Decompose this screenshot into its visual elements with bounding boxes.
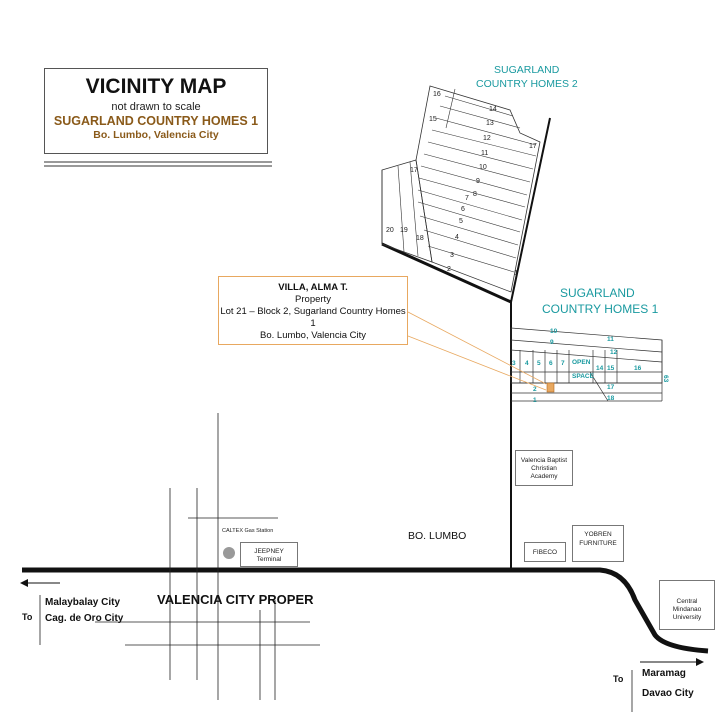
arrow-right-icon (640, 658, 704, 666)
barangay-label: BO. LUMBO (408, 530, 467, 542)
lot-label: 14 (489, 106, 497, 113)
academy-box: Valencia Baptist Christian Academy (515, 450, 573, 486)
lot-label: 16 (433, 91, 441, 98)
cmu-label-3: University (672, 614, 702, 621)
lot-label: 18 (607, 395, 615, 402)
city-proper-label: VALENCIA CITY PROPER (157, 592, 314, 607)
fibeco-box: FIBECO (524, 542, 566, 562)
lot-label: 9 (550, 339, 554, 346)
lot-label: 2 (447, 266, 451, 273)
lot-label: 7 (465, 195, 469, 202)
owner-name: VILLA, ALMA T. (278, 282, 348, 293)
title-box: VICINITY MAP not drawn to scale SUGARLAN… (44, 68, 268, 154)
yobren-label-1: YOBREN (584, 531, 612, 538)
to-left-label: To (22, 612, 33, 622)
property-type: Property (295, 294, 331, 305)
jeepney-label-2: Terminal (256, 556, 282, 563)
homes1-block (510, 327, 663, 402)
lot-label: 16 (634, 365, 642, 372)
lot-label: 6 (461, 206, 465, 213)
lot-label: 11 (481, 150, 488, 157)
lot-label: 2 (533, 386, 537, 393)
academy-label-1: Valencia Baptist (520, 457, 568, 464)
malaybalay-label: Malaybalay City (45, 597, 121, 608)
lot-label: 19 (400, 227, 408, 234)
lot-label: 7 (561, 360, 565, 367)
project-address: Bo. Lumbo, Valencia City (93, 129, 219, 141)
academy-label-3: Academy (530, 473, 558, 480)
homes2-block (381, 85, 541, 293)
caltex-station-icon (223, 547, 235, 559)
lot-label: 5 (537, 360, 541, 367)
lot-label: 8 (473, 191, 477, 198)
homes2-south-road (381, 242, 512, 304)
lot-label: 4 (455, 234, 459, 241)
cmu-label-1: Central (676, 598, 698, 605)
lot-label: 12 (483, 135, 491, 142)
arrow-left-icon (20, 579, 60, 587)
lot-label: 1 (514, 270, 518, 277)
lot-label: 14 (596, 365, 604, 372)
homes2-label-1: SUGARLAND (494, 64, 560, 76)
homes1-lot-numbers: 10 9 11 12 3 4 5 6 7 14 15 16 2 17 1 18 … (512, 328, 669, 404)
project-name: SUGARLAND COUNTRY HOMES 1 (53, 114, 259, 128)
maramag-label: Maramag (642, 668, 686, 679)
homes2-lot-numbers: 16 14 15 13 12 11 10 9 17 8 7 6 5 4 20 1… (386, 91, 537, 277)
caltex-label: CALTEX Gas Station (222, 528, 274, 534)
jeepney-label-1: JEEPNEY (254, 548, 284, 555)
homes2-east-road (510, 117, 551, 303)
lot-label: 15 (429, 116, 437, 123)
lot-label: 17 (410, 167, 418, 174)
subject-lot-marker (546, 382, 555, 393)
cmu-box: Central Mindanao University (659, 580, 715, 630)
lot-label: 5 (459, 218, 463, 225)
yobren-box: YOBREN FURNITURE (572, 525, 624, 562)
lot-label: 18 (416, 235, 424, 242)
lot-label: 10 (550, 328, 558, 335)
lot-label: 17 (607, 384, 615, 391)
lot-label: 63 (662, 375, 669, 383)
lot-label: 10 (479, 164, 487, 171)
lot-label: 11 (607, 336, 614, 343)
lot-label: 4 (525, 360, 529, 367)
homes2-lot-lines (397, 88, 537, 273)
map-title: VICINITY MAP (85, 75, 227, 98)
leader-line-1 (407, 311, 547, 385)
lot-label: 12 (610, 349, 618, 356)
homes2-label-2: COUNTRY HOMES 2 (476, 78, 578, 90)
property-address: Bo. Lumbo, Valencia City (260, 330, 366, 341)
open-space-label: SPACE (572, 373, 595, 380)
lot-label: 17 (529, 143, 537, 150)
fibeco-label: FIBECO (532, 549, 558, 556)
property-callout: VILLA, ALMA T. Property Lot 21 – Block 2… (218, 276, 408, 345)
cagayan-label: Cag. de Oro City (45, 613, 124, 624)
city-streets (39, 413, 633, 712)
lot-label: 13 (486, 120, 494, 127)
cmu-label-2: Mindanao (672, 606, 702, 613)
davao-label: Davao City (642, 688, 694, 699)
property-lot: Lot 21 – Block 2, Sugarland Country Home… (220, 306, 406, 329)
open-space-label: OPEN (572, 359, 591, 366)
lot-label: 20 (386, 227, 394, 234)
homes1-label-1: SUGARLAND (560, 286, 635, 300)
lot-label: 9 (476, 178, 480, 185)
lot-label: 3 (512, 360, 516, 367)
leader-line-2 (407, 335, 547, 391)
lot-label: 15 (607, 365, 615, 372)
main-road (22, 567, 709, 654)
lot-label: 1 (533, 397, 537, 404)
lot-label: 6 (549, 360, 553, 367)
scale-note: not drawn to scale (111, 101, 201, 113)
jeepney-terminal-box: JEEPNEY Terminal (240, 542, 298, 567)
lot-label: 3 (450, 252, 454, 259)
homes1-label-2: COUNTRY HOMES 1 (542, 302, 659, 316)
to-right-label: To (613, 674, 624, 684)
academy-label-2: Christian (531, 465, 557, 472)
yobren-label-2: FURNITURE (579, 540, 617, 547)
